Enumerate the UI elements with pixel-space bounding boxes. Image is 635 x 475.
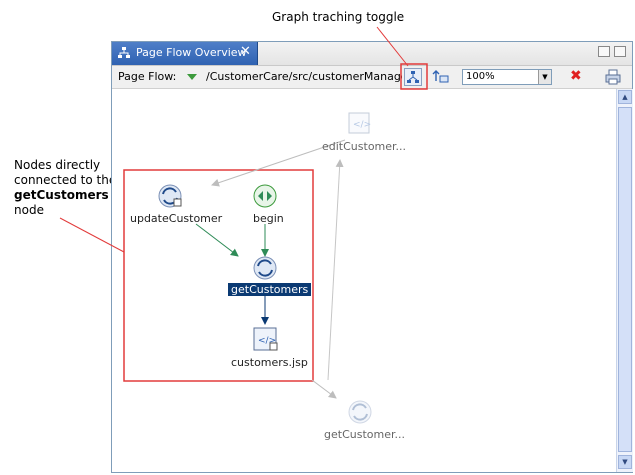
vertical-scrollbar[interactable]: ▲ ▼ xyxy=(616,89,633,472)
graph-tracing-toggle-button[interactable] xyxy=(404,68,422,86)
chevron-down-icon[interactable]: ▼ xyxy=(538,70,551,84)
flow-canvas[interactable] xyxy=(112,89,616,472)
delete-icon[interactable]: ✖ xyxy=(570,68,582,84)
page-flow-icon xyxy=(118,47,130,58)
action-icon[interactable] xyxy=(158,184,182,208)
window-controls xyxy=(594,46,626,57)
nodes-callout-line: connected to the xyxy=(14,173,117,187)
nodes-callout-line: node xyxy=(14,203,44,217)
zoom-value: 100% xyxy=(466,71,495,82)
toolbar: Page Flow: /CustomerCare/src/customerMan… xyxy=(112,66,632,89)
tab-bar: Page Flow Overview ✕ xyxy=(112,42,632,66)
print-button[interactable] xyxy=(604,68,622,86)
toggle-callout-line xyxy=(376,26,409,67)
node-label-begin[interactable]: begin xyxy=(253,212,284,225)
zoom-select[interactable]: 100% ▼ xyxy=(462,69,552,85)
node-label-customers-jsp[interactable]: customers.jsp xyxy=(231,356,308,369)
node-label-getCustomers[interactable]: getCustomers xyxy=(228,283,312,296)
dropdown-arrow-icon[interactable] xyxy=(187,74,197,80)
action-icon[interactable] xyxy=(348,400,372,424)
edge-editCustomer-to-updateCustomer xyxy=(211,139,346,187)
arrange-button[interactable] xyxy=(432,68,450,86)
toggle-callout-text: Graph traching toggle xyxy=(272,10,405,24)
nodes-callout-line xyxy=(59,217,125,253)
node-label-updateCustomer[interactable]: updateCustomer xyxy=(130,212,223,225)
print-icon xyxy=(605,69,621,85)
edge-customers-to-getCustomer xyxy=(311,379,337,399)
nodes-callout-line: Nodes directly xyxy=(14,158,101,172)
minimize-button[interactable] xyxy=(598,46,610,57)
graph-tracing-icon xyxy=(407,71,419,83)
node-label-editCustomer[interactable]: editCustomer... xyxy=(322,140,407,153)
edge-to-editCustomer xyxy=(327,159,344,381)
svg-text:</>: </> xyxy=(353,120,371,130)
close-icon[interactable]: ✕ xyxy=(240,44,251,59)
nodes-callout-line: getCustomers xyxy=(14,188,109,202)
nodes-highlight-box xyxy=(123,169,314,382)
page-icon[interactable]: </> xyxy=(253,327,278,351)
page-flow-path: /CustomerCare/src/customerManageme xyxy=(206,70,402,83)
scroll-up-button[interactable]: ▲ xyxy=(618,90,632,104)
svg-text:</>: </> xyxy=(258,336,276,346)
scroll-thumb[interactable] xyxy=(618,107,632,452)
scroll-down-button[interactable]: ▼ xyxy=(618,455,632,469)
tab-label: Page Flow Overview xyxy=(136,46,247,59)
page-icon[interactable]: </> xyxy=(348,112,371,134)
node-label-getCustomer[interactable]: getCustomer... xyxy=(324,428,405,441)
toggle-highlight-box xyxy=(400,63,428,90)
page-flow-label: Page Flow: xyxy=(118,70,177,83)
action-icon[interactable] xyxy=(253,256,277,280)
nodes-callout-text: Nodes directly connected to the getCusto… xyxy=(14,158,116,218)
arrange-icon xyxy=(432,70,449,83)
page-flow-panel: Page Flow Overview ✕ Page Flow: /Custome… xyxy=(111,41,633,473)
begin-icon[interactable] xyxy=(253,184,277,208)
maximize-button[interactable] xyxy=(614,46,626,57)
edge-updateCustomer-to-getCustomers xyxy=(195,223,239,257)
tab-page-flow-overview[interactable]: Page Flow Overview ✕ xyxy=(112,42,258,65)
